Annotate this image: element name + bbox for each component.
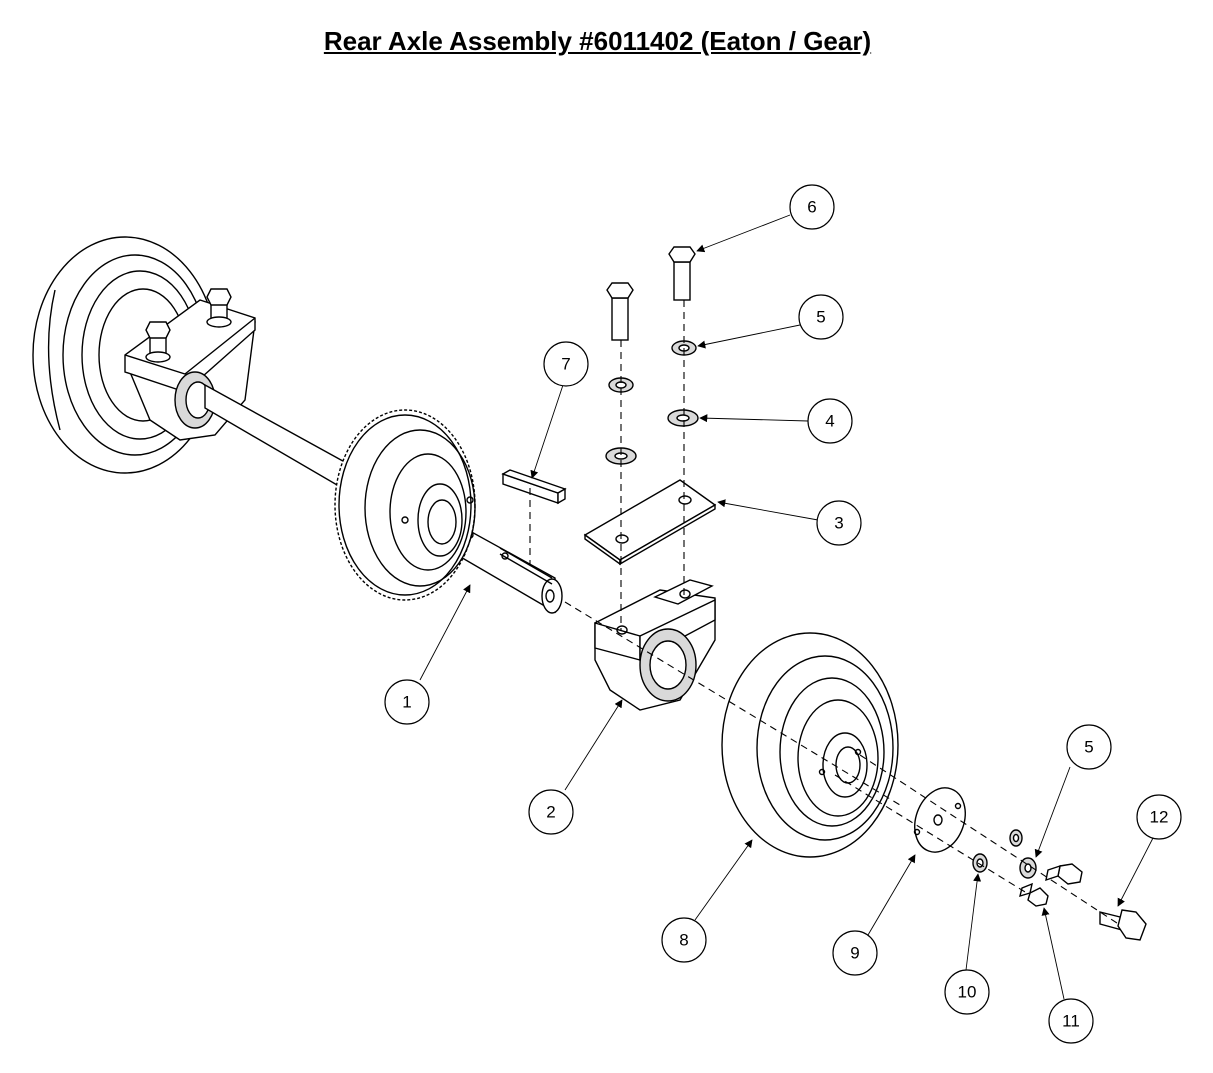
callout-12: 12: [1136, 794, 1182, 840]
callout-9: 9: [832, 930, 878, 976]
callout-8-label: 8: [679, 931, 688, 950]
assembly-lines: [529, 300, 1121, 926]
callout-8: 8: [661, 917, 707, 963]
center-bearing-block: [594, 579, 716, 711]
callout-4-label: 4: [825, 412, 834, 431]
callout-3-label: 3: [834, 514, 843, 533]
callout-10: 10: [944, 969, 990, 1015]
callout-6: 6: [789, 184, 835, 230]
callout-1-label: 1: [402, 693, 411, 712]
callout-5-upper-label: 5: [816, 308, 825, 327]
mounting-plate: [583, 479, 717, 566]
callout-5-upper: 5: [798, 294, 844, 340]
callout-2-label: 2: [546, 803, 555, 822]
callout-12-label: 12: [1150, 808, 1169, 827]
leader-lines: [419, 214, 1154, 1000]
callout-1: 1: [384, 679, 430, 725]
callout-3: 3: [816, 500, 862, 546]
callout-11-label: 11: [1062, 1012, 1080, 1031]
right-wheel: [721, 632, 899, 858]
callout-2: 2: [528, 789, 574, 835]
callout-5-lower-label: 5: [1084, 738, 1093, 757]
hub-cap-plate: [913, 787, 966, 853]
callout-5-lower: 5: [1066, 724, 1112, 770]
callout-10-label: 10: [958, 983, 977, 1002]
callout-11: 11: [1048, 998, 1094, 1044]
callout-4: 4: [807, 398, 853, 444]
callout-7-label: 7: [561, 355, 570, 374]
callout-7: 7: [543, 341, 589, 387]
key: [501, 469, 567, 505]
drive-gear: [334, 409, 476, 601]
page-title: Rear Axle Assembly #6011402 (Eaton / Gea…: [323, 26, 872, 56]
small-fasteners: [972, 829, 1147, 941]
callout-6-label: 6: [807, 198, 816, 217]
callout-9-label: 9: [850, 944, 859, 963]
upper-bolts-washers: [605, 246, 699, 465]
